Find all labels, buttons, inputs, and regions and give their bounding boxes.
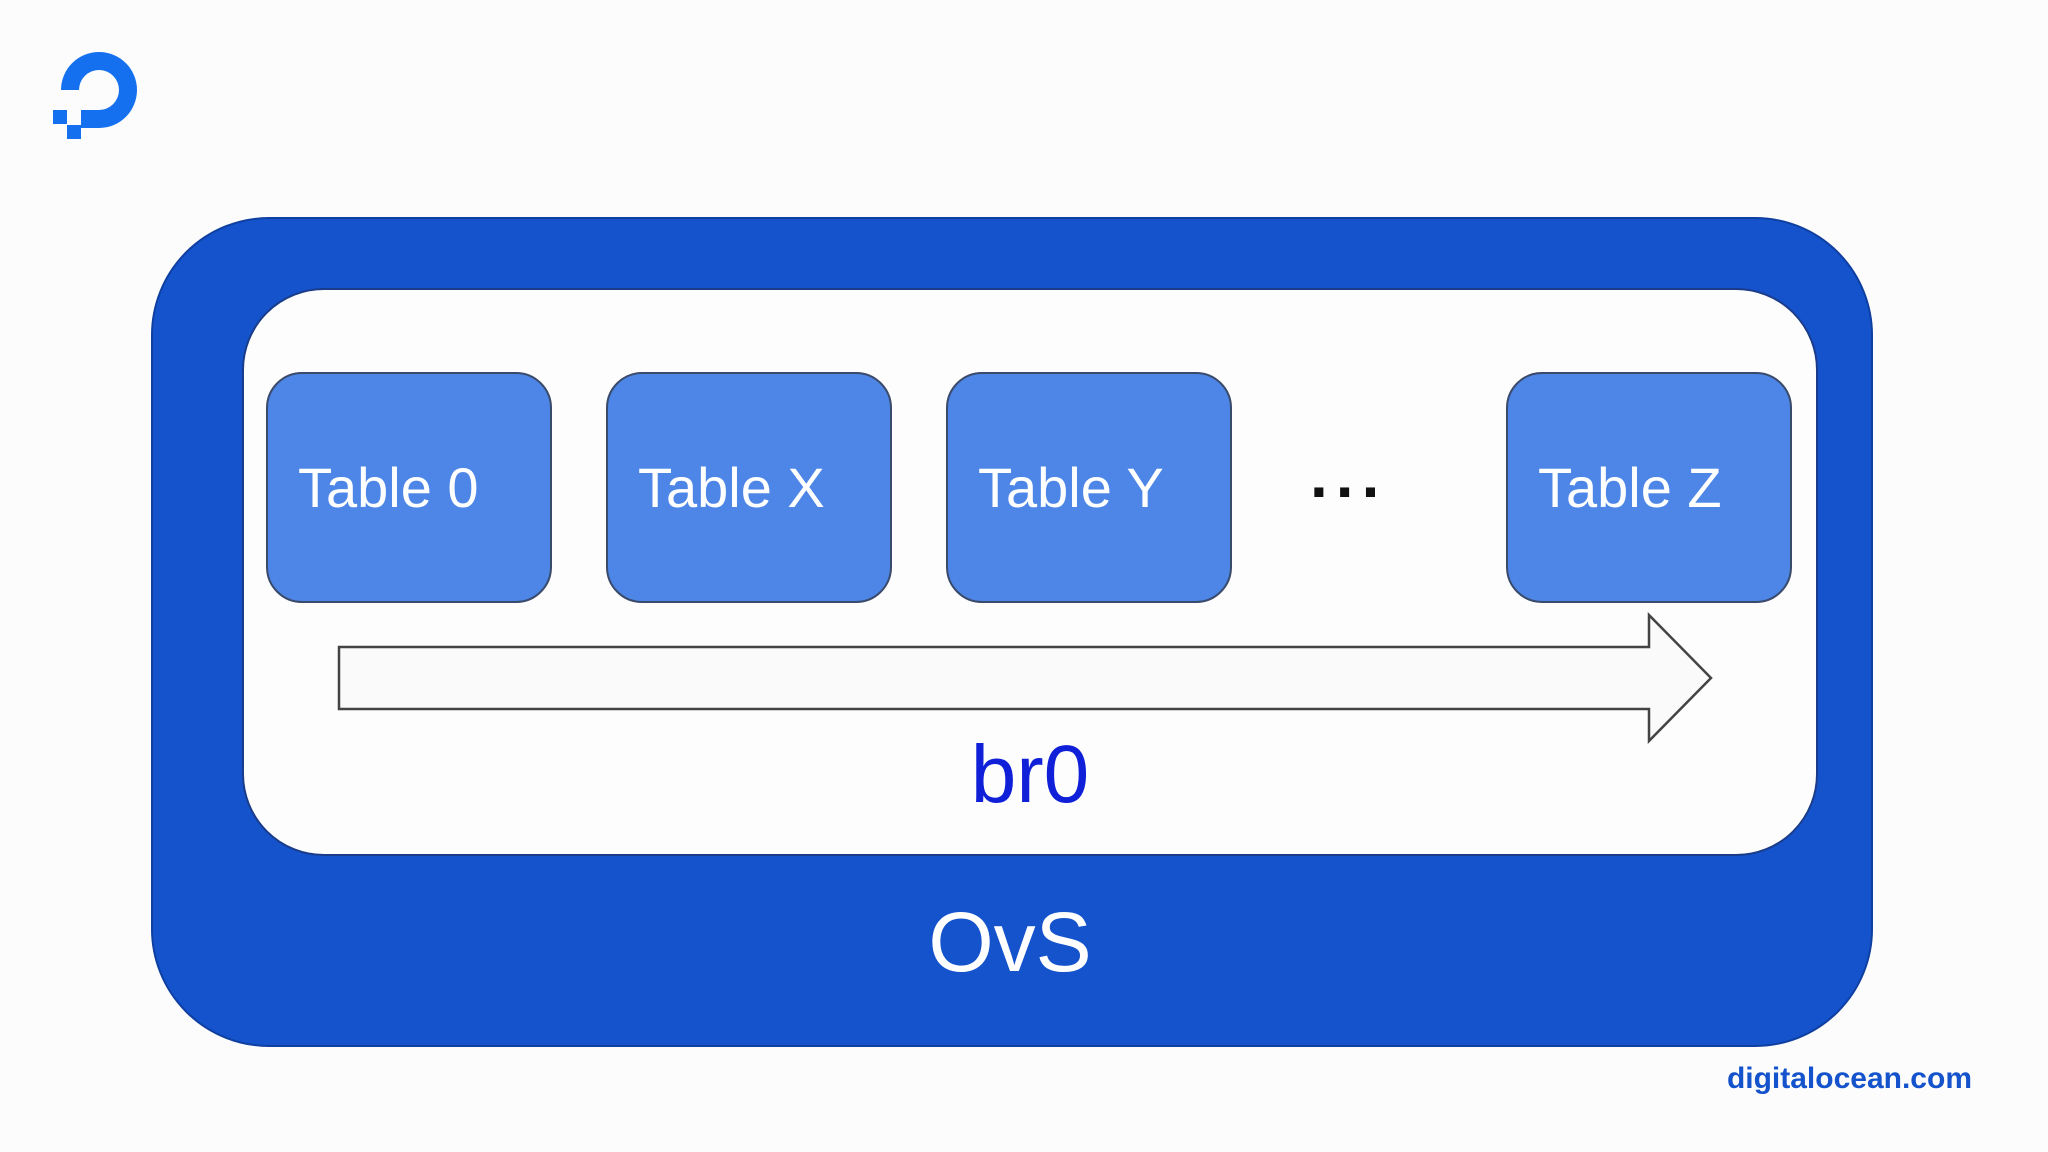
footer-url[interactable]: digitalocean.com — [1726, 1062, 1972, 1095]
table-0-box: Table 0 — [266, 372, 552, 603]
ellipsis-text: ... — [1310, 439, 1388, 511]
table-0-label: Table 0 — [298, 456, 479, 519]
table-y-box: Table Y — [946, 372, 1232, 603]
right-arrow-icon — [337, 611, 1713, 745]
ovs-label: OvS — [928, 895, 1092, 989]
table-z-box: Table Z — [1506, 372, 1792, 603]
table-z-label: Table Z — [1538, 456, 1722, 519]
table-x-label: Table X — [638, 456, 825, 519]
bridge-label: br0 — [970, 729, 1090, 820]
table-x-box: Table X — [606, 372, 892, 603]
digitalocean-logo-icon — [53, 52, 137, 139]
table-y-label: Table Y — [978, 456, 1164, 519]
